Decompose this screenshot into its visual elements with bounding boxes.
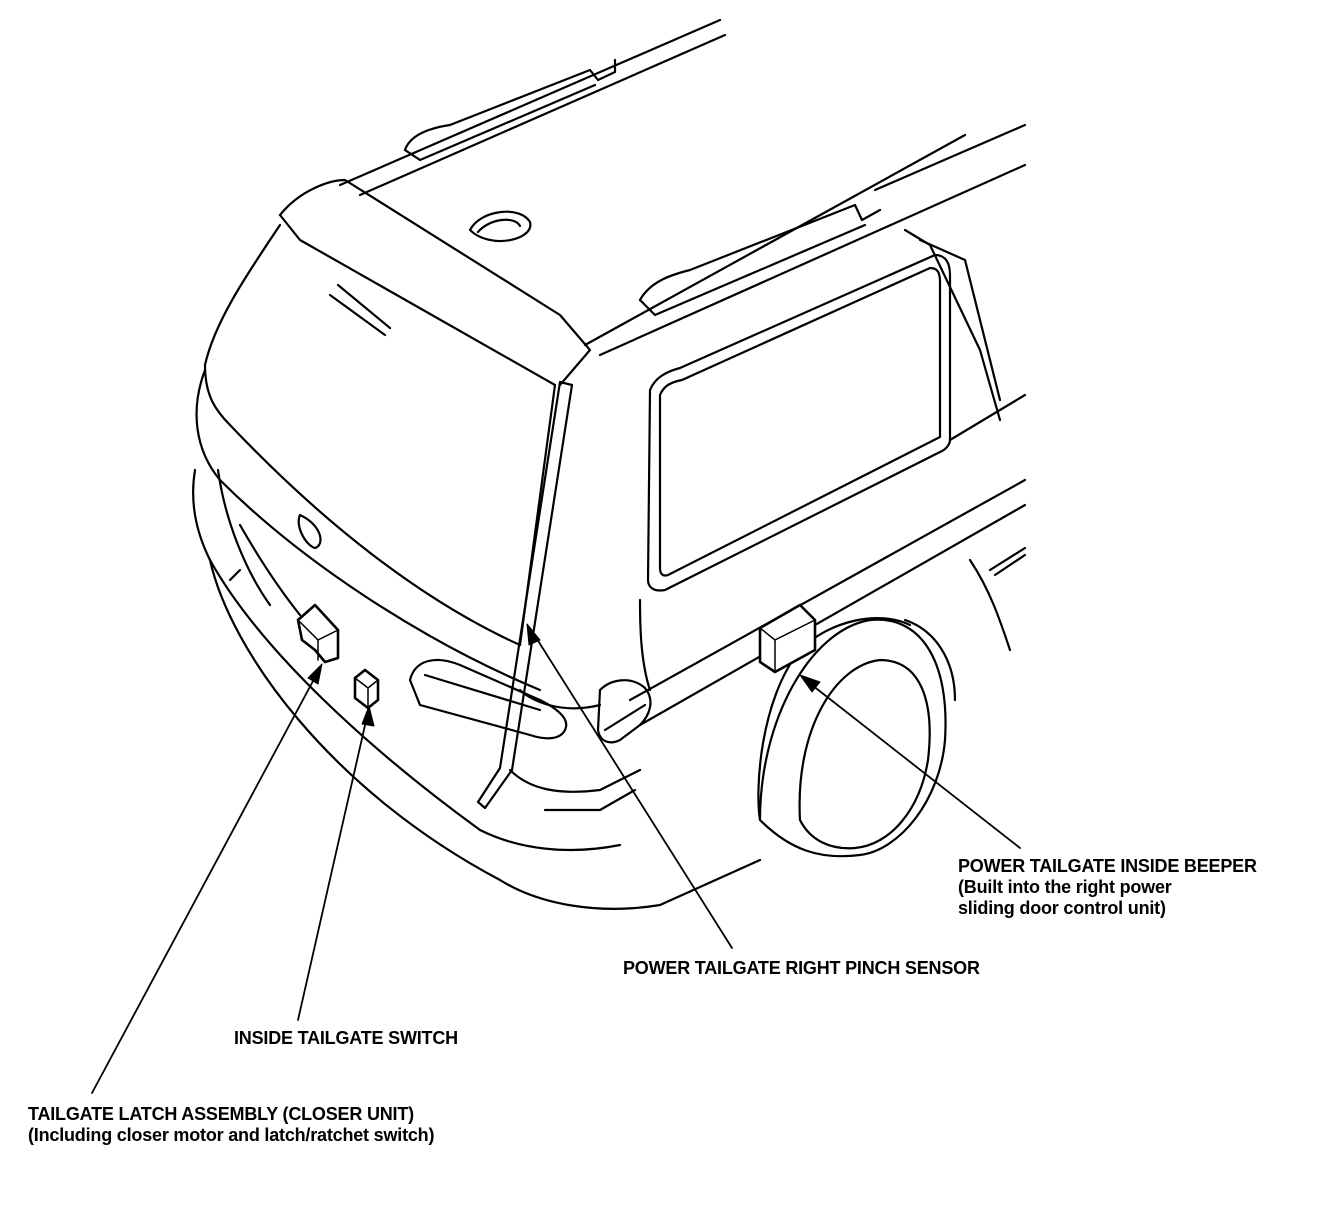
latch-label-line2: (Including closer motor and latch/ratche… xyxy=(28,1125,435,1145)
roof-rails xyxy=(338,18,1027,357)
roof-and-spoiler xyxy=(278,178,592,387)
switch-box xyxy=(353,668,380,710)
rear-bumper-and-lights xyxy=(192,468,762,910)
inside-switch-label-title: INSIDE TAILGATE SWITCH xyxy=(234,1028,458,1048)
beeper-arrowhead xyxy=(799,674,821,693)
pinch-sensor-strip xyxy=(476,380,574,810)
beeper-label-line2: (Built into the right power xyxy=(958,877,1172,897)
rear-window-and-tailgate xyxy=(195,223,557,692)
latch-label-title: TAILGATE LATCH ASSEMBLY (CLOSER UNIT) xyxy=(28,1104,414,1124)
pinch-arrowhead xyxy=(526,623,541,646)
side-window xyxy=(646,228,1002,592)
switch-arrowhead xyxy=(361,705,375,727)
latch-label: TAILGATE LATCH ASSEMBLY (CLOSER UNIT) (I… xyxy=(28,1104,434,1146)
leader-lines xyxy=(91,623,1021,1094)
rear-wheel xyxy=(757,617,957,858)
beeper-box xyxy=(758,603,817,674)
beeper-label-title: POWER TAILGATE INSIDE BEEPER xyxy=(958,856,1257,876)
inside-switch-label: INSIDE TAILGATE SWITCH xyxy=(234,1028,458,1049)
component-boxes xyxy=(296,603,817,710)
beeper-label: POWER TAILGATE INSIDE BEEPER (Built into… xyxy=(958,856,1257,919)
beeper-label-line3: sliding door control unit) xyxy=(958,898,1166,918)
latch-box xyxy=(296,603,340,664)
body-side xyxy=(628,393,1027,727)
pinch-sensor-label: POWER TAILGATE RIGHT PINCH SENSOR xyxy=(623,958,980,979)
pinch-sensor-label-title: POWER TAILGATE RIGHT PINCH SENSOR xyxy=(623,958,980,978)
latch-arrowhead xyxy=(307,663,323,685)
